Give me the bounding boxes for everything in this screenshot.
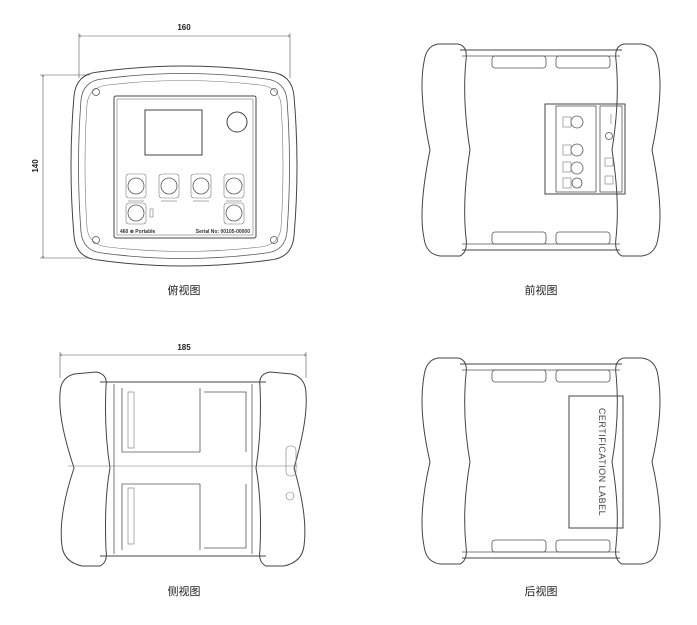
top-view-caption: 俯视图 — [167, 284, 201, 297]
certification-label-box — [568, 395, 624, 529]
display-screen — [144, 109, 203, 156]
back-view: CERTIFICATION LABEL — [421, 357, 661, 565]
front-view-caption: 前视图 — [524, 284, 558, 297]
keypad — [125, 173, 245, 225]
connector-panel — [544, 103, 626, 195]
side-view-caption: 侧视图 — [167, 585, 201, 598]
front-panel — [113, 95, 257, 239]
side-width-dimension-label: 185 — [177, 343, 191, 352]
corner-screws — [92, 88, 278, 244]
side-right-bumper — [255, 371, 307, 567]
height-dimension-top: 140 — [31, 75, 90, 258]
height-dimension-label: 140 — [31, 159, 40, 173]
certification-label-text: CERTIFICATION LABEL — [597, 408, 607, 516]
status-knob — [226, 111, 248, 133]
top-view: 160 140 — [31, 23, 298, 267]
side-view: 185 — [59, 343, 307, 567]
width-dimension-top: 160 — [79, 23, 290, 78]
width-dimension-label: 160 — [177, 23, 191, 32]
side-left-bumper — [59, 371, 111, 567]
front-right-bumper — [611, 43, 661, 257]
side-handle-slots — [68, 388, 298, 550]
back-rails — [491, 369, 611, 553]
front-top-rails — [491, 55, 611, 245]
panel-model-text: 460 ⊗ Portable — [120, 229, 156, 235]
top-view-bumper — [70, 65, 298, 267]
back-left-bumper — [421, 357, 471, 565]
front-left-bumper — [421, 43, 471, 257]
back-right-bumper — [611, 357, 661, 565]
back-view-caption: 后视图 — [524, 585, 558, 598]
panel-serial-text: Serial No: 00105-00000 — [196, 229, 250, 235]
width-dimension-side: 185 — [60, 343, 306, 378]
front-view — [421, 43, 661, 257]
